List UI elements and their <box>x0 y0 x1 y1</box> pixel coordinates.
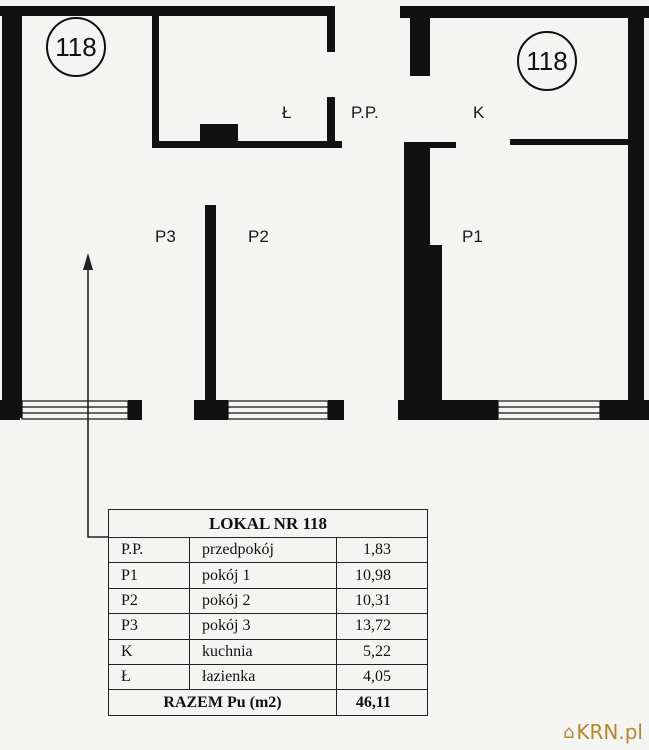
wall-bottom-mid3 <box>328 400 344 420</box>
room-label-p2: P2 <box>248 227 269 246</box>
room-label-kuchnia: K <box>473 103 485 122</box>
window-3 <box>497 400 601 420</box>
wall-partition-p3-p2 <box>205 205 216 418</box>
wall-door-post-bottom <box>327 97 335 147</box>
room-code: P2 <box>108 587 190 615</box>
wall-right <box>628 14 644 418</box>
room-name: pokój 3 <box>189 613 337 640</box>
room-code: Ł <box>108 663 190 691</box>
table-row: P2 pokój 2 10,31 <box>108 587 428 615</box>
walls <box>0 6 649 420</box>
wall-top-left <box>0 6 335 16</box>
wall-bottom-mid2 <box>194 400 228 420</box>
room-area: 10,98 <box>336 562 428 589</box>
room-code: P.P. <box>108 536 190 564</box>
room-name: przedpokój <box>189 536 337 564</box>
window-opening-1 <box>142 401 194 419</box>
room-area: 10,31 <box>336 587 428 615</box>
wall-left <box>2 6 22 418</box>
room-name: pokój 2 <box>189 587 337 615</box>
room-label-p3: P3 <box>155 227 176 246</box>
house-icon: ⌂ <box>562 721 575 743</box>
room-label-p1: P1 <box>462 227 483 246</box>
total-value: 46,11 <box>336 689 428 716</box>
room-name: pokój 1 <box>189 562 337 589</box>
wall-bottom-mid4 <box>398 400 498 420</box>
wall-bottom-mid5 <box>600 400 649 420</box>
room-label-lazienka: Ł <box>282 103 291 122</box>
room-area: 1,83 <box>336 536 428 564</box>
windows <box>21 400 601 420</box>
pointer-arrow-head <box>83 253 93 270</box>
room-label-przedpokoj: P.P. <box>351 103 379 122</box>
wall-kitchen-right <box>510 139 632 145</box>
wall-bathroom-bottom <box>152 141 342 148</box>
room-code: P1 <box>108 562 190 589</box>
unit-badge-right: 118 <box>517 31 577 91</box>
room-area: 13,72 <box>336 613 428 640</box>
pointer-arrow <box>83 253 108 538</box>
logo-text: KRN.pl <box>576 720 643 744</box>
table-row: Ł łazienka 4,05 <box>108 663 428 691</box>
unit-badge-left: 118 <box>46 17 106 77</box>
wall-bathroom-block <box>200 124 238 144</box>
table-row: P3 pokój 3 13,72 <box>108 613 428 640</box>
wall-bathroom-left <box>152 14 159 148</box>
wall-center-top <box>410 14 430 76</box>
unit-badge-right-text: 118 <box>526 46 567 76</box>
area-table-total-row: RAZEM Pu (m2) 46,11 <box>108 689 428 716</box>
window-2 <box>227 400 329 420</box>
room-name: łazienka <box>189 663 337 691</box>
total-label: RAZEM Pu (m2) <box>108 689 337 716</box>
krn-logo: ⌂ KRN.pl <box>563 720 643 744</box>
unit-badge-right-circle <box>517 31 577 91</box>
table-row: P1 pokój 1 10,98 <box>108 562 428 589</box>
pointer-arrow-line <box>87 265 108 538</box>
wall-top-right <box>400 6 649 18</box>
room-code: P3 <box>108 613 190 640</box>
window-1 <box>21 400 129 420</box>
area-table-title-row: LOKAL NR 118 <box>108 509 428 538</box>
wall-kitchen-left <box>404 142 456 148</box>
unit-badge-left-text: 118 <box>55 32 96 62</box>
room-area: 5,22 <box>336 638 428 665</box>
room-name: kuchnia <box>189 638 337 665</box>
wall-bottom-left <box>0 400 20 420</box>
unit-badge-left-circle <box>46 17 106 77</box>
table-row: P.P. przedpokój 1,83 <box>108 536 428 564</box>
wall-door-post-top <box>327 16 335 52</box>
area-table: LOKAL NR 118 P.P. przedpokój 1,83 P1 pok… <box>108 509 428 716</box>
table-row: K kuchnia 5,22 <box>108 638 428 665</box>
window-opening-2 <box>344 401 398 419</box>
wall-center-bottom <box>410 245 442 418</box>
room-code: K <box>108 638 190 665</box>
wall-bottom-mid1 <box>128 400 142 420</box>
area-table-title: LOKAL NR 118 <box>108 509 428 538</box>
room-area: 4,05 <box>336 663 428 691</box>
